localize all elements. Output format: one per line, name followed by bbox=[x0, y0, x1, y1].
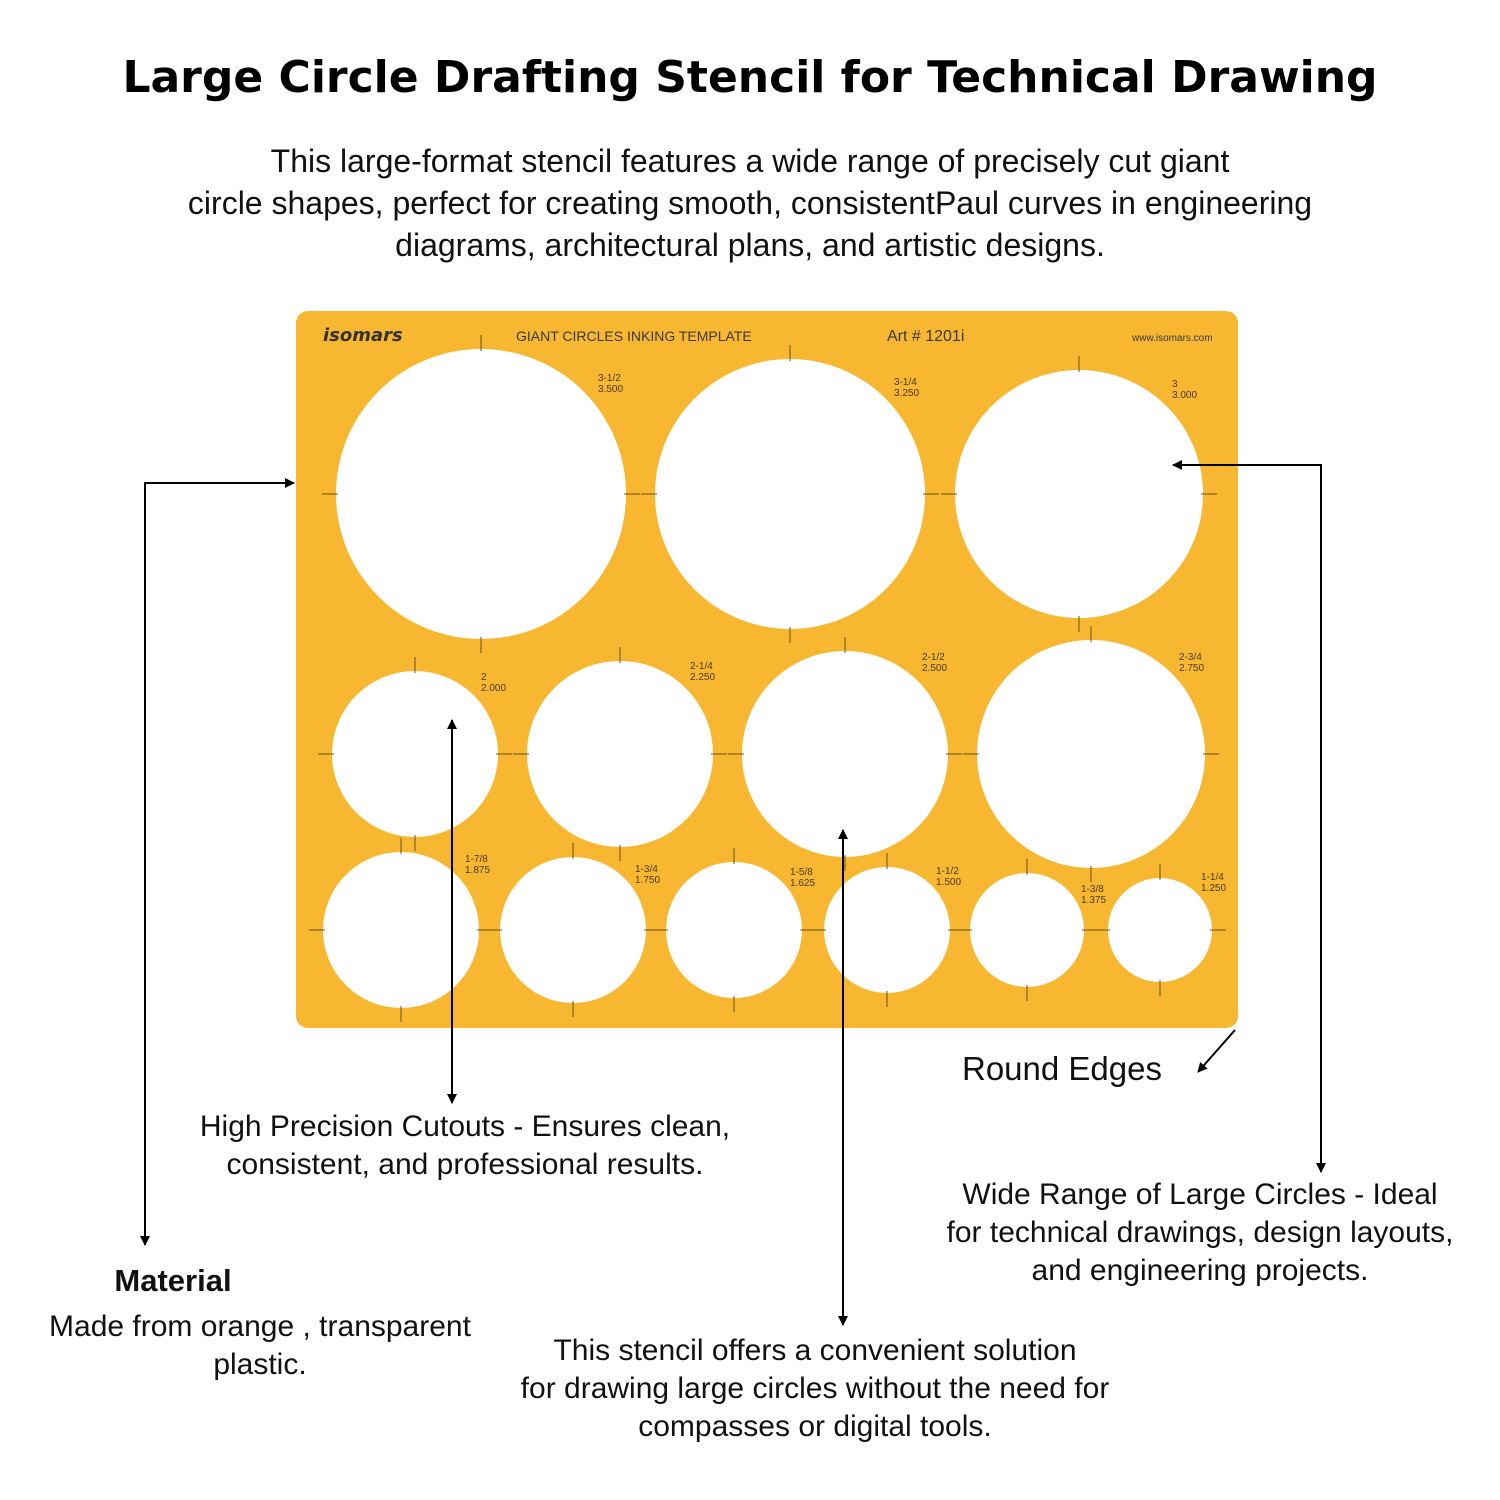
circle-hole bbox=[527, 661, 713, 847]
website: www.isomars.com bbox=[1131, 333, 1213, 344]
circle-size-fraction: 2-1/4 bbox=[690, 661, 713, 672]
circle-hole bbox=[323, 852, 479, 1008]
wide-range-arrow bbox=[1172, 460, 1326, 1173]
callout-line: Made from orange , transparent bbox=[49, 1310, 471, 1343]
circle-size-fraction: 1-3/8 bbox=[1081, 884, 1104, 895]
circle-size-fraction: 3-1/4 bbox=[894, 377, 917, 388]
intro-line: diagrams, architectural plans, and artis… bbox=[395, 227, 1105, 263]
circle-size-fraction: 2-3/4 bbox=[1179, 652, 1202, 663]
material-arrow bbox=[140, 478, 295, 1246]
circle-size-fraction: 1-7/8 bbox=[465, 854, 488, 865]
circle-size-decimal: 2.750 bbox=[1179, 663, 1204, 674]
brand-logo: isomars bbox=[323, 325, 403, 346]
callout-line: consistent, and professional results. bbox=[226, 1148, 704, 1181]
solution-callout: This stencil offers a convenient solutio… bbox=[480, 1332, 1150, 1446]
circle-cutout: 1-7/81.875 bbox=[309, 838, 493, 1022]
circle-size-decimal: 1.250 bbox=[1201, 883, 1226, 894]
circle-size-decimal: 1.625 bbox=[790, 878, 815, 889]
circle-hole bbox=[955, 370, 1203, 618]
circle-hole bbox=[824, 867, 950, 993]
template-name: GIANT CIRCLES INKING TEMPLATE bbox=[516, 328, 752, 344]
callout-line: plastic. bbox=[213, 1348, 307, 1381]
circle-size-decimal: 3.250 bbox=[894, 388, 919, 399]
circle-size-fraction: 1-1/4 bbox=[1201, 872, 1224, 883]
circle-hole bbox=[336, 349, 626, 639]
intro-line: This large-format stencil features a wid… bbox=[270, 143, 1230, 179]
circle-size-decimal: 1.375 bbox=[1081, 895, 1106, 906]
circle-size-decimal: 3.500 bbox=[598, 384, 623, 395]
material-title-box: Material bbox=[100, 1262, 246, 1300]
circle-size-decimal: 2.000 bbox=[481, 683, 506, 694]
circle-hole bbox=[500, 857, 646, 1003]
circle-cutout: 2-1/22.500 bbox=[728, 637, 962, 871]
callout-line: for technical drawings, design layouts, bbox=[946, 1216, 1454, 1249]
circle-size-decimal: 2.250 bbox=[690, 672, 715, 683]
circle-hole bbox=[742, 651, 948, 857]
circle-size-fraction: 2-1/2 bbox=[922, 652, 945, 663]
circle-cutouts: 3-1/23.5003-1/43.25033.00022.0002-1/42.2… bbox=[309, 335, 1226, 1022]
precision-callout: High Precision Cutouts - Ensures clean, … bbox=[150, 1108, 780, 1184]
circle-cutout: 2-1/42.250 bbox=[513, 647, 727, 861]
circle-size-fraction: 3-1/2 bbox=[598, 373, 621, 384]
page-title: Large Circle Drafting Stencil for Techni… bbox=[122, 52, 1378, 103]
round-edges-label: Round Edges bbox=[962, 1050, 1162, 1087]
circle-cutout: 1-3/81.375 bbox=[956, 859, 1106, 1001]
circle-hole bbox=[655, 359, 925, 629]
wide-range-callout: Wide Range of Large Circles - Ideal for … bbox=[925, 1176, 1475, 1290]
circle-size-decimal: 1.500 bbox=[936, 877, 961, 888]
callout-line: High Precision Cutouts - Ensures clean, bbox=[199, 1110, 731, 1143]
circle-hole bbox=[666, 862, 802, 998]
circle-cutout: 1-3/41.750 bbox=[486, 843, 660, 1017]
callout-line: for drawing large circles without the ne… bbox=[520, 1372, 1110, 1405]
circle-hole bbox=[332, 671, 498, 837]
circle-size-fraction: 1-1/2 bbox=[936, 866, 959, 877]
circle-cutout: 3-1/43.250 bbox=[641, 345, 939, 643]
art-number: Art # 1201i bbox=[887, 328, 964, 345]
circle-size-fraction: 3 bbox=[1172, 379, 1178, 390]
callout-line: compasses or digital tools. bbox=[638, 1410, 992, 1443]
circle-size-fraction: 2 bbox=[481, 672, 487, 683]
circle-size-decimal: 3.000 bbox=[1172, 390, 1197, 401]
callout-line: Wide Range of Large Circles - Ideal bbox=[962, 1178, 1438, 1211]
circle-size-fraction: 1-3/4 bbox=[635, 864, 658, 875]
intro-paragraph: This large-format stencil features a wid… bbox=[100, 140, 1400, 266]
material-callout: Made from orange , transparent plastic. bbox=[20, 1308, 500, 1384]
material-title: Material bbox=[114, 1263, 232, 1298]
callout-line: and engineering projects. bbox=[1031, 1254, 1369, 1287]
circle-hole bbox=[977, 640, 1205, 868]
callout-line: This stencil offers a convenient solutio… bbox=[553, 1334, 1077, 1367]
circle-size-fraction: 1-5/8 bbox=[790, 867, 813, 878]
circle-cutout: 1-5/81.625 bbox=[652, 848, 816, 1012]
circle-size-decimal: 2.500 bbox=[922, 663, 947, 674]
circle-cutout: 3-1/23.500 bbox=[322, 335, 640, 653]
round-edges-arrow bbox=[1197, 1029, 1236, 1073]
circle-hole bbox=[1108, 878, 1212, 982]
circle-size-decimal: 1.875 bbox=[465, 865, 490, 876]
intro-line: circle shapes, perfect for creating smoo… bbox=[187, 185, 1313, 221]
circle-size-decimal: 1.750 bbox=[635, 875, 660, 886]
circle-hole bbox=[970, 873, 1084, 987]
